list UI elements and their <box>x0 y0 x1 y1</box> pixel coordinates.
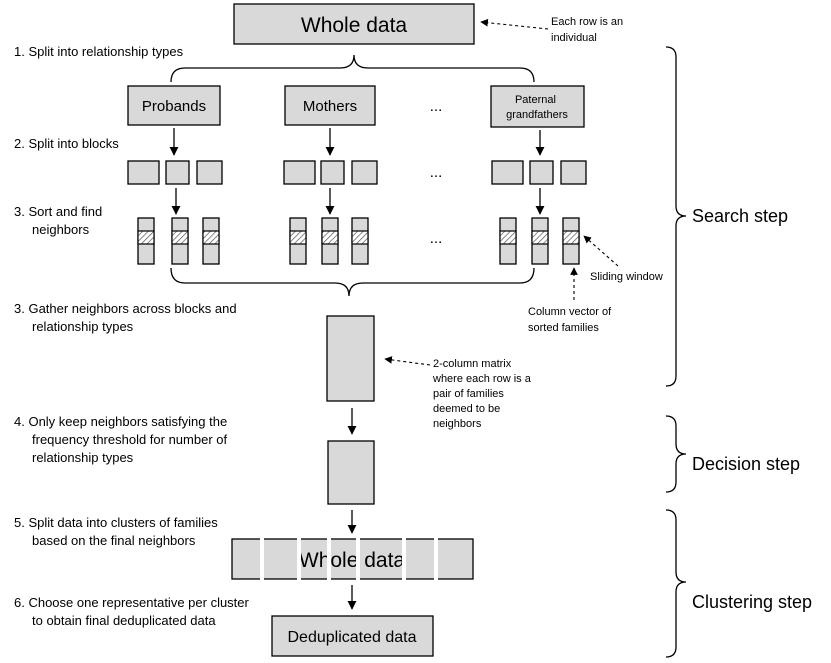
decision-step-label: Decision step <box>692 454 800 474</box>
probands-label: Probands <box>142 98 206 115</box>
block <box>165 160 190 185</box>
sliding-window-label: Sliding window <box>590 271 663 283</box>
grandfathers-columns <box>499 217 580 265</box>
block <box>320 160 345 185</box>
step-6-label: 6. Choose one representative per cluster… <box>14 595 252 628</box>
step-3b-label: 3. Gather neighbors across blocks and re… <box>14 301 240 334</box>
search-step-brace <box>665 46 687 387</box>
step-5-label: 5. Split data into clusters of families … <box>14 515 221 548</box>
block <box>196 160 223 185</box>
probands-columns <box>137 217 220 265</box>
block <box>529 160 554 185</box>
grandfathers-blocks <box>491 160 587 185</box>
matrix-note-arrow <box>384 356 431 366</box>
ellipsis-row3: ... <box>430 230 443 247</box>
clustered-data-label: Whole data <box>299 549 406 572</box>
step-3a-label: 3. Sort and find neighbors <box>14 204 106 237</box>
row-note: Each row is an individual <box>551 16 626 44</box>
neighbor-matrix-box <box>326 315 375 402</box>
whole-data-label: Whole data <box>301 14 408 37</box>
gather-brace <box>170 267 535 297</box>
clustered-data-box <box>231 538 474 580</box>
mothers-columns <box>289 217 369 265</box>
block <box>351 160 378 185</box>
paternal-grandfathers-label: Paternal grandfathers <box>506 94 568 121</box>
ellipsis-row2: ... <box>430 164 443 181</box>
mothers-box <box>284 85 376 126</box>
clustering-step-label: Clustering step <box>692 592 812 612</box>
ellipsis-row1: ... <box>430 98 443 115</box>
block <box>283 160 316 185</box>
step-2-label: 2. Split into blocks <box>14 136 119 151</box>
block <box>491 160 524 185</box>
whole-data-box <box>233 3 475 45</box>
paternal-grandfathers-box <box>490 85 585 128</box>
deduplicated-data-label: Deduplicated data <box>288 629 417 646</box>
deduplicated-data-box <box>271 615 434 657</box>
block <box>560 160 587 185</box>
mothers-label: Mothers <box>303 98 357 115</box>
step-4-label: 4. Only keep neighbors satisfying the fr… <box>14 414 231 465</box>
search-step-label: Search step <box>692 206 788 226</box>
row-note-arrow <box>480 18 549 30</box>
block <box>127 160 160 185</box>
probands-blocks <box>127 160 223 185</box>
split-brace <box>170 54 535 83</box>
matrix-note: 2-column matrix where each row is a pair… <box>432 358 534 430</box>
decision-step-brace <box>665 415 687 493</box>
probands-box <box>127 85 221 126</box>
sliding-window-arrow <box>583 235 619 267</box>
filtered-matrix-box <box>327 440 375 505</box>
column-vector-label: Column vector of sorted families <box>528 306 614 334</box>
clustering-step-brace <box>665 509 687 658</box>
mothers-blocks <box>283 160 378 185</box>
cluster-dividers <box>260 536 438 582</box>
step-1-label: 1. Split into relationship types <box>14 44 184 59</box>
